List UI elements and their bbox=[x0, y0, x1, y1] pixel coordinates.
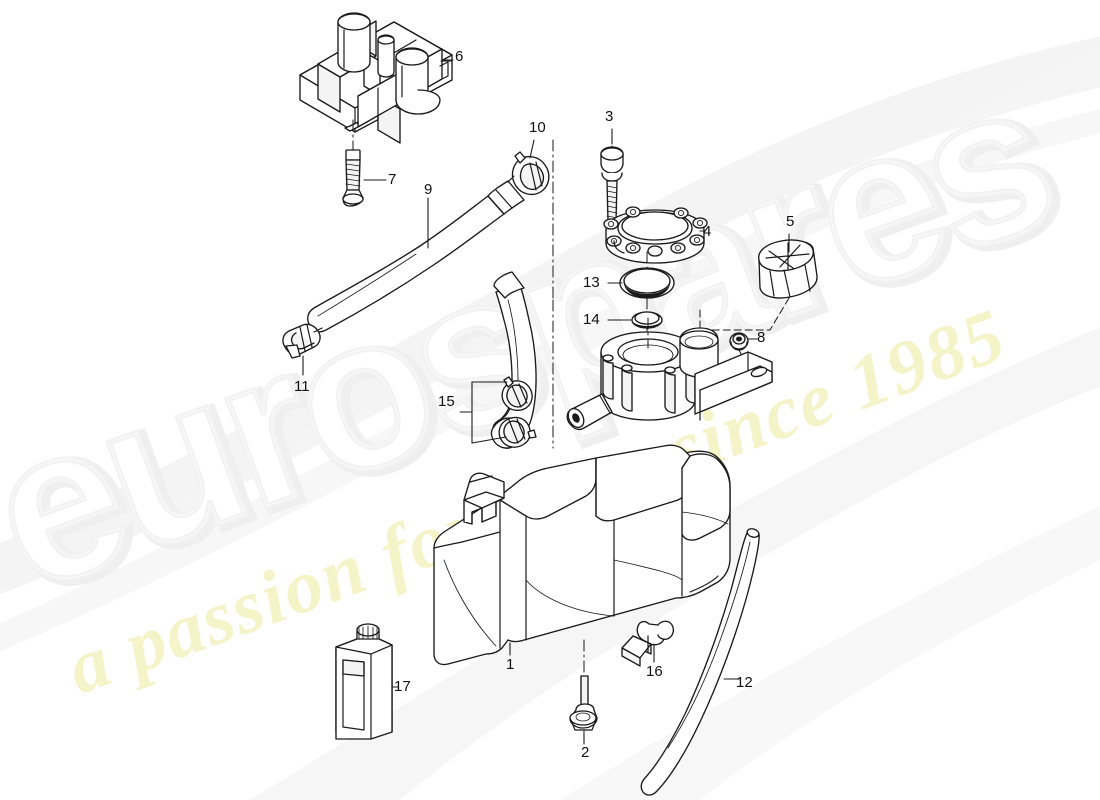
callout-fluid-bottle[interactable]: 17 bbox=[394, 678, 411, 695]
part-8-grommet-nut bbox=[729, 332, 749, 351]
callout-mounting-screw[interactable]: 7 bbox=[388, 171, 397, 188]
callout-pump-holder-bracket[interactable]: 6 bbox=[455, 48, 464, 65]
callout-fuel-pump-flange[interactable]: 4 bbox=[703, 223, 712, 240]
part-7-mounting-screw bbox=[342, 119, 364, 207]
part-1-fuel-tank bbox=[433, 444, 731, 666]
part-10-hose-clamp bbox=[507, 151, 550, 196]
part-6-pump-holder-bracket bbox=[299, 12, 453, 144]
part-5-protective-cap bbox=[758, 239, 818, 299]
part-17-fluid-bottle bbox=[335, 623, 393, 740]
callout-retaining-clip[interactable]: 11 bbox=[294, 378, 310, 395]
part-4-fuel-pump-flange bbox=[603, 206, 708, 264]
callout-small-o-ring-seal[interactable]: 14 bbox=[583, 311, 600, 328]
callout-large-o-ring-seal[interactable]: 13 bbox=[583, 274, 600, 291]
callout-hose-clamp-upper[interactable]: 10 bbox=[529, 119, 546, 136]
leader-10 bbox=[529, 139, 535, 159]
part-9-vent-hose bbox=[307, 180, 525, 333]
part-15-hose-clamp-set bbox=[459, 271, 537, 449]
part-2-drain-plug bbox=[569, 639, 598, 743]
assembly-dash-5 bbox=[699, 297, 790, 331]
callout-vent-hose[interactable]: 9 bbox=[424, 181, 433, 198]
callout-drain-tube[interactable]: 12 bbox=[736, 674, 753, 691]
part-3-hex-bolt bbox=[600, 130, 624, 246]
callout-fuel-tank[interactable]: 1 bbox=[506, 656, 515, 673]
callout-drain-plug[interactable]: 2 bbox=[581, 744, 590, 761]
callout-protective-cap[interactable]: 5 bbox=[786, 213, 795, 230]
callout-hex-bolt[interactable]: 3 bbox=[605, 108, 614, 125]
callout-grommet-nut[interactable]: 8 bbox=[757, 329, 766, 346]
callout-hose-clamp-set[interactable]: 15 bbox=[438, 393, 455, 410]
part-13-large-o-ring bbox=[619, 251, 675, 313]
tank-pump-housing bbox=[566, 317, 773, 431]
callout-cable-clip[interactable]: 16 bbox=[646, 663, 663, 680]
part-12-drain-tube bbox=[640, 528, 760, 796]
part-16-cable-clip bbox=[621, 620, 675, 667]
part-11-retaining-clip bbox=[282, 323, 323, 359]
